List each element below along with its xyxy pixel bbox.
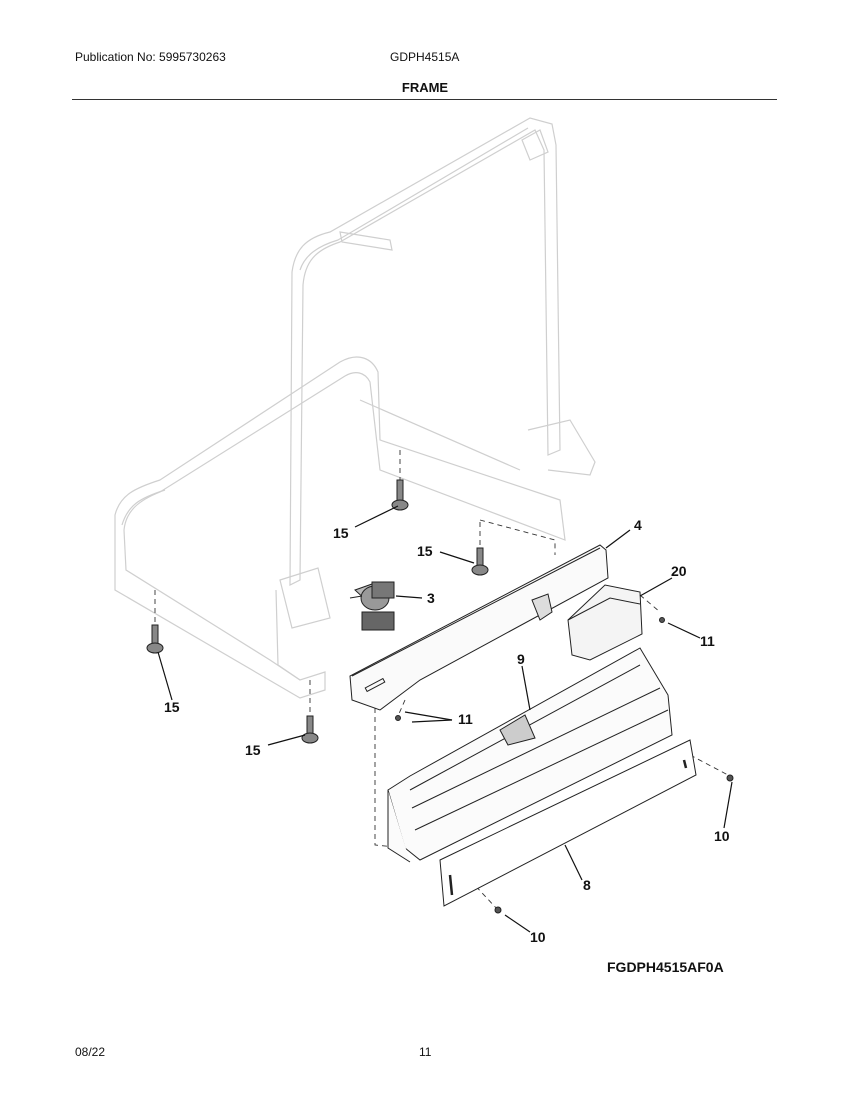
model-number: GDPH4515A [390,50,460,64]
callout-labels: 15 15 4 3 20 11 9 15 11 15 10 8 10 [164,517,730,945]
callout-15-left: 15 [164,699,180,715]
mounting-bracket-part [349,544,609,711]
footer-date: 08/22 [75,1045,106,1059]
kickplate-part [439,739,697,907]
callout-15-mid: 15 [417,543,433,559]
callout-4: 4 [634,517,642,533]
screw-parts [395,617,734,914]
callout-10-bottom: 10 [530,929,546,945]
publication-number: Publication No: 5995730263 [75,50,226,64]
callout-20: 20 [671,563,687,579]
water-valve-part [349,581,395,631]
frame-upper [289,117,596,586]
callout-8: 8 [583,877,591,893]
callout-15-bottom: 15 [245,742,261,758]
leader-lines [157,505,733,933]
callout-10-right: 10 [714,828,730,844]
callout-11-center: 11 [458,711,473,727]
section-title: FRAME [401,80,449,95]
frame-lower [114,356,566,699]
control-box-part [567,584,643,661]
callout-9: 9 [517,651,525,667]
page-number: 11 [419,1045,432,1059]
leg-leveler-parts [146,479,489,744]
callout-15-top: 15 [333,525,349,541]
callout-11-right: 11 [700,633,715,649]
callout-3: 3 [427,590,435,606]
figure-code: FGDPH4515AF0A [607,959,724,975]
toe-panel-support-part [387,647,673,863]
header-rule [72,99,777,100]
